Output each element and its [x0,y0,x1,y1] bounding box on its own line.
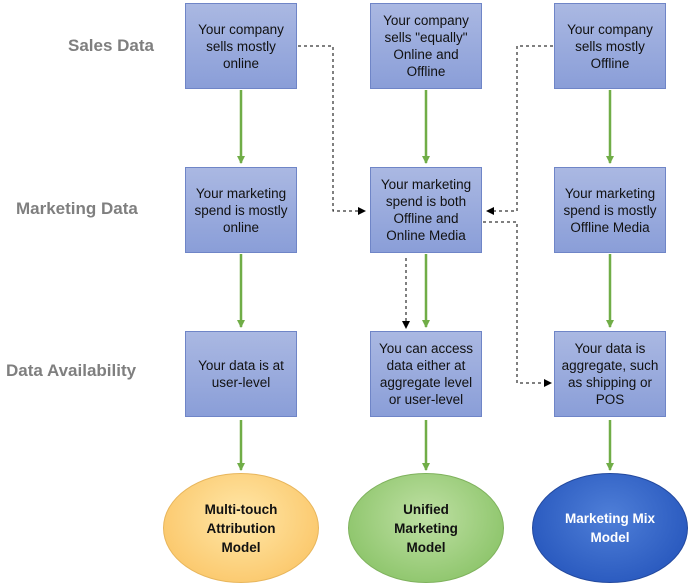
dashed-sales-offline-to-mkt-both [486,45,553,215]
box-data-user-level: Your data is at user-level [185,331,297,417]
model-unified-marketing: Unified Marketing Model [348,473,504,583]
row-label-marketing-data: Marketing Data [16,199,138,218]
box-data-either: You can access data either at aggregate … [370,331,482,417]
box-marketing-both: Your marketing spend is both Offline and… [370,167,482,253]
model-multi-touch-attribution: Multi-touch Attribution Model [163,473,319,583]
box-sales-equal: Your company sells "equally" Online and … [370,3,482,89]
dashed-mkt-both-to-data-aggregate [483,221,552,387]
dashed-sales-online-to-mkt-both [298,45,366,215]
row-label-data-availability: Data Availability [6,361,137,380]
box-marketing-online: Your marketing spend is mostly online [185,167,297,253]
box-sales-online: Your company sells mostly online [185,3,297,89]
row-label-sales-data: Sales Data [68,36,154,55]
model-marketing-mix: Marketing Mix Model [532,473,688,583]
box-sales-offline: Your company sells mostly Offline [554,3,666,89]
box-data-aggregate: Your data is aggregate, such as shipping… [554,331,666,417]
box-marketing-offline: Your marketing spend is mostly Offline M… [554,167,666,253]
